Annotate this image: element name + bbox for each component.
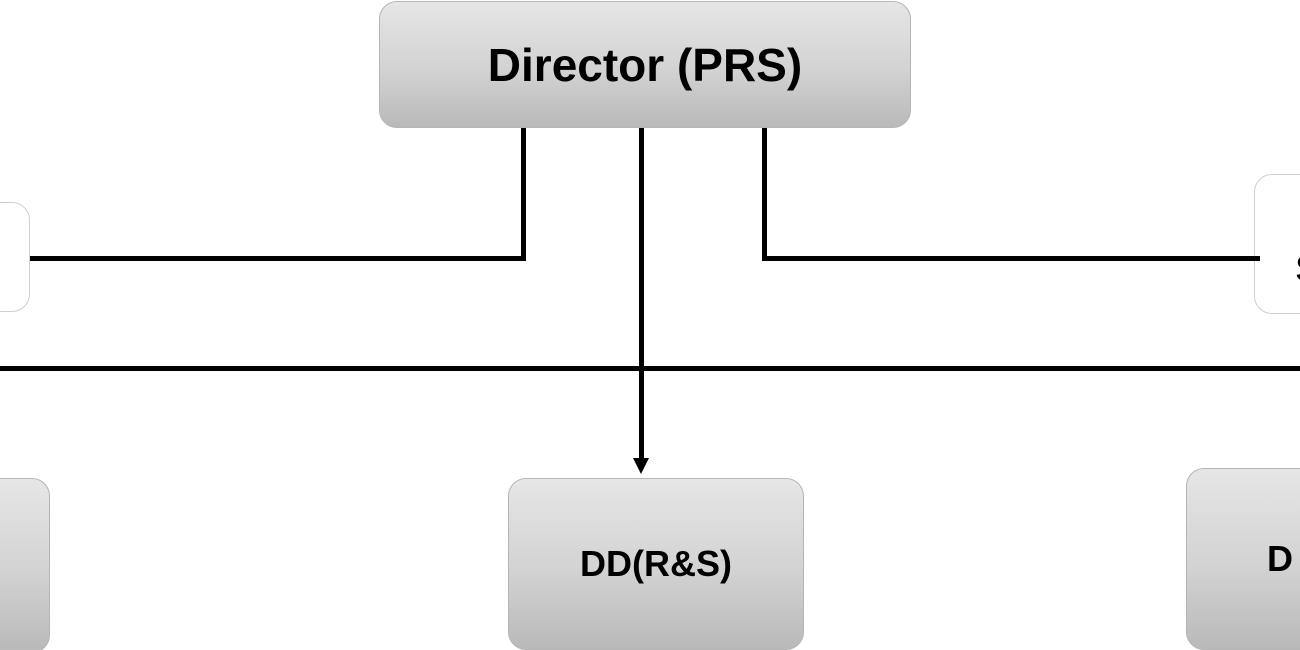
bottom-left-box-partial	[0, 478, 50, 650]
center-arrow-shaft	[639, 128, 644, 460]
bottom-right-box-label: D	[1267, 538, 1293, 579]
left-connector-horizontal	[30, 256, 526, 261]
left-side-box-partial	[0, 202, 30, 312]
left-connector-vertical	[521, 128, 526, 260]
right-side-box-label: S	[1295, 248, 1300, 290]
bottom-right-box-partial: D	[1186, 468, 1300, 650]
right-side-box-partial: S	[1254, 174, 1300, 314]
right-connector-horizontal	[762, 256, 1260, 261]
center-arrowhead	[633, 458, 649, 474]
director-prs-label: Director (PRS)	[487, 38, 803, 91]
director-prs-box: Director (PRS)	[379, 1, 911, 128]
right-connector-vertical	[762, 128, 767, 260]
dd-rs-box: DD(R&S)	[508, 478, 804, 650]
dd-rs-label: DD(R&S)	[580, 543, 732, 584]
horizontal-divider-line	[0, 366, 1300, 371]
